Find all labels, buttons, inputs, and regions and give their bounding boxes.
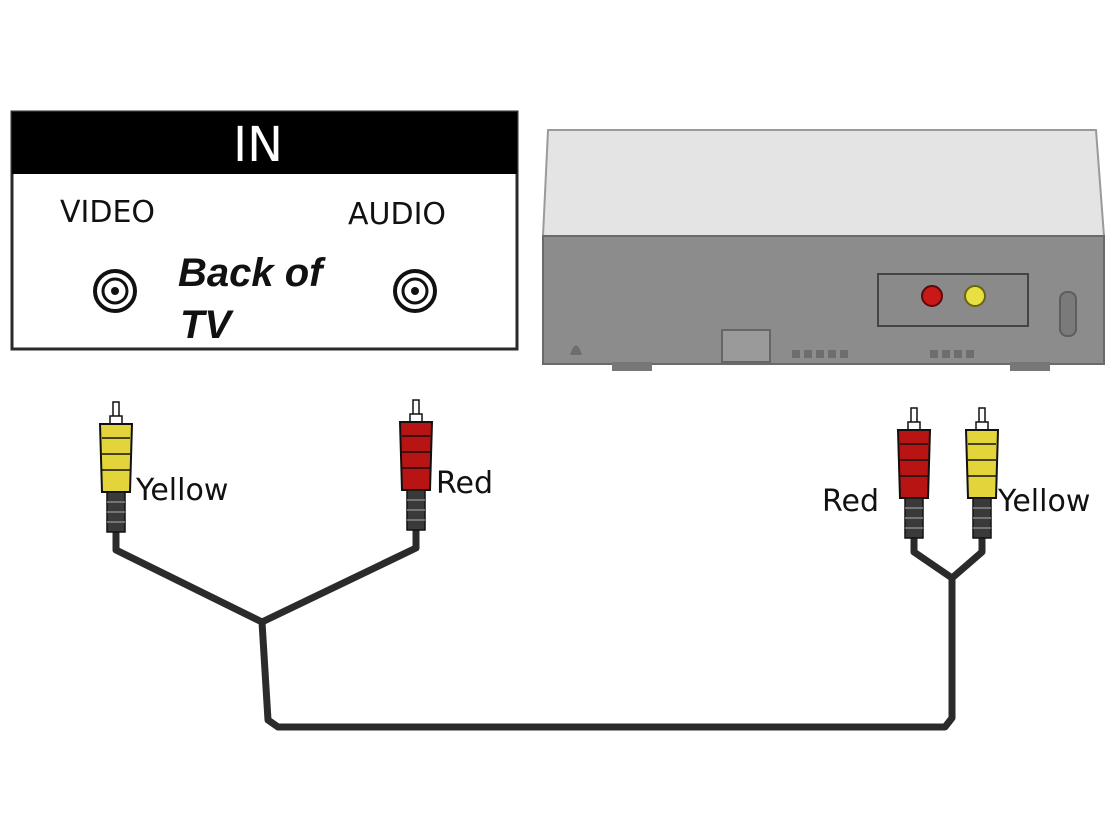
main-cable bbox=[258, 574, 956, 731]
audio-label: AUDIO bbox=[348, 197, 446, 232]
left-yellow-wire bbox=[112, 506, 266, 626]
left-yellow-label: Yellow bbox=[135, 473, 228, 508]
device-yellow-jack-icon bbox=[964, 285, 986, 307]
video-label: VIDEO bbox=[60, 195, 155, 230]
right-red-plug-icon bbox=[897, 407, 931, 539]
right-yellow-label: Yellow bbox=[997, 484, 1090, 519]
panel-header-bar bbox=[12, 112, 517, 174]
tv-back-panel: IN VIDEO AUDIO Back of TV bbox=[10, 110, 519, 351]
audio-jack-icon bbox=[393, 269, 437, 313]
left-red-plug-icon bbox=[399, 399, 433, 531]
video-jack-icon bbox=[93, 269, 137, 313]
av-device-icon bbox=[541, 129, 1106, 371]
panel-header-label: IN bbox=[233, 117, 283, 173]
av-cable bbox=[112, 506, 986, 731]
right-yellow-plug-icon bbox=[965, 407, 999, 539]
panel-caption-line2: TV bbox=[180, 303, 234, 347]
left-red-wire bbox=[258, 506, 420, 626]
left-yellow-plug-icon bbox=[99, 401, 133, 533]
left-red-label: Red bbox=[436, 466, 493, 501]
device-red-jack-icon bbox=[921, 285, 943, 307]
right-red-label: Red bbox=[822, 484, 879, 519]
panel-caption-line1: Back of bbox=[178, 251, 326, 295]
device-jack-panel bbox=[877, 273, 1029, 327]
